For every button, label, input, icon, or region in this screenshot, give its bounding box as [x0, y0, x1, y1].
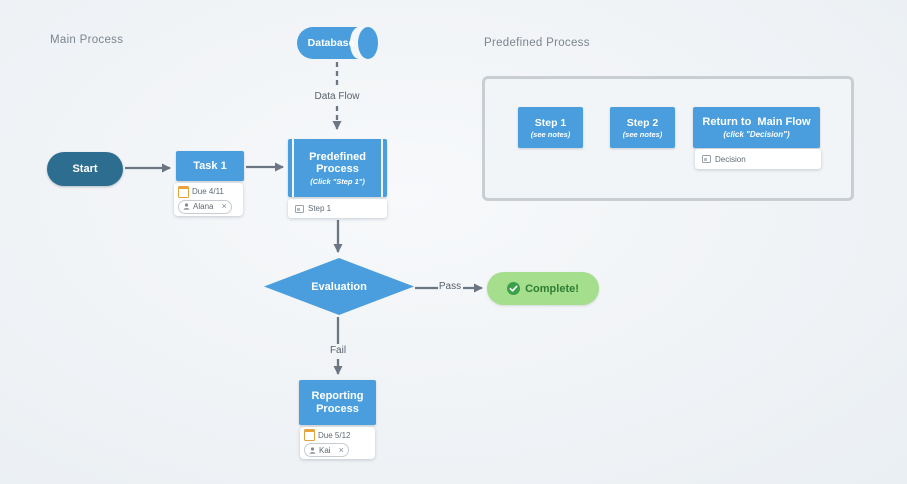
- predefined-tag-card[interactable]: Step 1: [288, 199, 387, 218]
- predefined-subtitle: (Click "Step 1"): [310, 176, 365, 186]
- step1-label: Step 1: [534, 116, 567, 129]
- database-node[interactable]: Database: [295, 26, 381, 60]
- predefined-process-node[interactable]: Predefined Process (Click "Step 1"): [288, 139, 387, 197]
- reporting-label-line2: Process: [316, 402, 359, 415]
- start-node[interactable]: Start: [47, 152, 123, 186]
- person-icon: [309, 446, 316, 454]
- task1-details-card[interactable]: Due 4/11 Alana ×: [174, 183, 243, 216]
- remove-assignee-icon[interactable]: ×: [221, 201, 227, 211]
- task1-node[interactable]: Task 1: [176, 151, 244, 181]
- reporting-assignee-name: Kai: [319, 445, 331, 455]
- return-flow-label: Return to Main Flow: [702, 116, 811, 129]
- task1-due-label: Due 4/11: [192, 187, 224, 196]
- decision-tag-card[interactable]: Decision: [695, 149, 821, 169]
- step1-node[interactable]: Step 1 (see notes): [518, 107, 583, 148]
- reporting-label-line1: Reporting: [311, 390, 364, 402]
- shape-link-icon: [295, 204, 304, 213]
- complete-label: Complete!: [525, 282, 579, 295]
- predefined-tag-label: Step 1: [308, 204, 332, 213]
- step2-label: Step 2: [626, 116, 659, 129]
- return-to-main-flow-node[interactable]: Return to Main Flow (click "Decision"): [693, 107, 820, 148]
- fail-edge-label[interactable]: Fail: [329, 345, 347, 356]
- predefined-right-bar-icon: [381, 139, 383, 197]
- decision-tag-label: Decision: [715, 154, 746, 164]
- task1-assignee-pill[interactable]: Alana ×: [178, 199, 232, 214]
- database-label: Database: [307, 37, 355, 49]
- step2-subtitle: (see notes): [622, 129, 663, 139]
- predefined-left-bar-icon: [292, 139, 294, 197]
- return-flow-subtitle: (click "Decision"): [723, 129, 790, 139]
- calendar-icon: [178, 185, 189, 198]
- complete-node[interactable]: Complete!: [487, 272, 599, 305]
- shape-link-icon: [702, 155, 711, 163]
- task1-label: Task 1: [193, 159, 227, 172]
- reporting-due-label: Due 5/12: [318, 430, 351, 440]
- remove-assignee-icon[interactable]: ×: [338, 444, 344, 455]
- check-circle-icon: [507, 282, 521, 295]
- task1-assignee-name: Alana: [193, 202, 214, 211]
- predefined-process-section-label[interactable]: Predefined Process: [484, 37, 590, 49]
- start-label: Start: [72, 163, 98, 175]
- person-icon: [183, 203, 190, 210]
- reporting-assignee-pill[interactable]: Kai ×: [304, 443, 349, 457]
- pass-edge-label[interactable]: Pass: [438, 281, 462, 292]
- reporting-process-node[interactable]: Reporting Process: [299, 380, 376, 425]
- predefined-label-line1: Predefined: [309, 150, 366, 163]
- calendar-icon: [304, 429, 315, 441]
- step1-subtitle: (see notes): [530, 129, 571, 139]
- reporting-details-card[interactable]: Due 5/12 Kai ×: [300, 427, 375, 459]
- main-process-label[interactable]: Main Process: [50, 34, 124, 46]
- evaluation-label: Evaluation: [311, 280, 367, 293]
- predefined-label-line2: Process: [316, 163, 359, 175]
- data-flow-edge-label[interactable]: Data Flow: [314, 91, 360, 102]
- step2-node[interactable]: Step 2 (see notes): [610, 107, 675, 148]
